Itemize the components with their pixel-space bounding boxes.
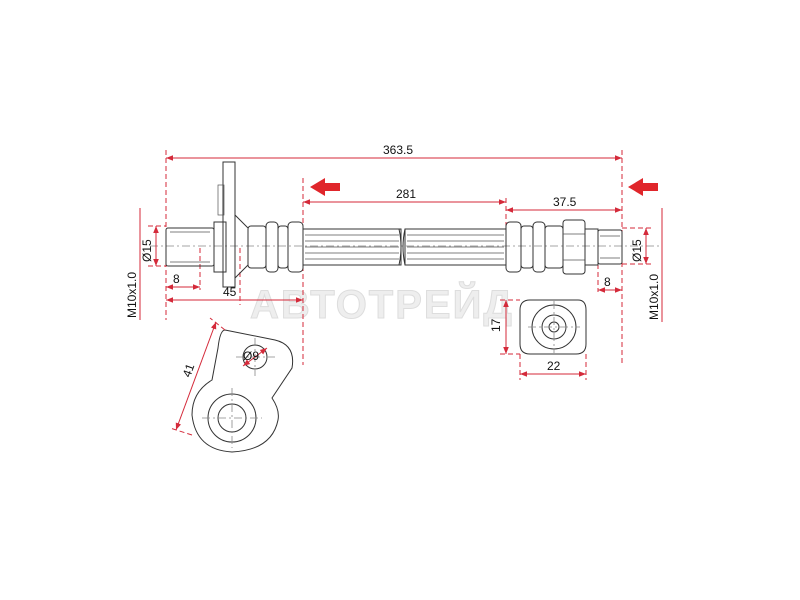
- watermark-text: АВТОТРЕЙД: [250, 281, 514, 327]
- mount-direction-arrow-icon: [310, 178, 340, 196]
- right-thread-length-label: 8: [604, 275, 611, 289]
- bracket-tab: [217, 184, 225, 216]
- mount-direction-arrow-icon: [628, 178, 658, 196]
- bracket-length-dimension: [175, 321, 217, 431]
- end-fitting-length-label: 37.5: [553, 195, 577, 209]
- end-view-outline: [519, 299, 587, 355]
- right-thread-label: M10x1.0: [647, 274, 661, 320]
- bracket-large-ring: [207, 393, 257, 443]
- right-diameter-label: Ø15: [630, 239, 644, 262]
- bracket-length-label: 41: [180, 361, 198, 379]
- left-crimp-ring: [287, 221, 304, 273]
- end-view-width-label: 22: [547, 359, 561, 373]
- left-thread-length-label: 8: [173, 272, 180, 286]
- hose-break-mark: [398, 228, 406, 266]
- hose-length-label: 281: [396, 187, 416, 201]
- bracket-length-ext: [209, 317, 226, 331]
- left-crimp-sleeve: [247, 225, 267, 269]
- bracket-weld: [234, 214, 249, 229]
- left-crimp-sleeve: [277, 225, 289, 269]
- left-diameter-label: Ø15: [140, 239, 154, 262]
- left-thread-label: M10x1.0: [125, 272, 139, 318]
- overall-length-label: 363.5: [383, 143, 413, 157]
- bracket-hole-dimension: [242, 347, 268, 367]
- right-crimp-sleeve: [520, 225, 534, 269]
- left-threaded-end: [165, 227, 215, 267]
- left-fitting-length-label: 45: [223, 285, 237, 299]
- right-hex-nut: [562, 219, 586, 275]
- left-crimp-ring: [265, 221, 279, 273]
- right-crimp-sleeve: [544, 225, 564, 269]
- bracket-plate: [222, 161, 236, 288]
- hose-ribs: [305, 234, 504, 260]
- left-hex-collar: [213, 221, 227, 273]
- hose-side-view: [165, 161, 623, 288]
- end-view-outer-ring: [531, 304, 577, 350]
- end-view-height-label: 17: [489, 318, 503, 332]
- bracket-length-ext: [169, 427, 193, 436]
- end-view: [519, 299, 587, 355]
- bracket-hole-label: Ø9: [243, 349, 259, 363]
- bracket-weld: [234, 264, 249, 279]
- right-crimp-ring: [532, 221, 546, 273]
- right-neck: [584, 228, 599, 266]
- right-crimp-ring: [505, 221, 522, 273]
- right-threaded-end: [597, 229, 623, 265]
